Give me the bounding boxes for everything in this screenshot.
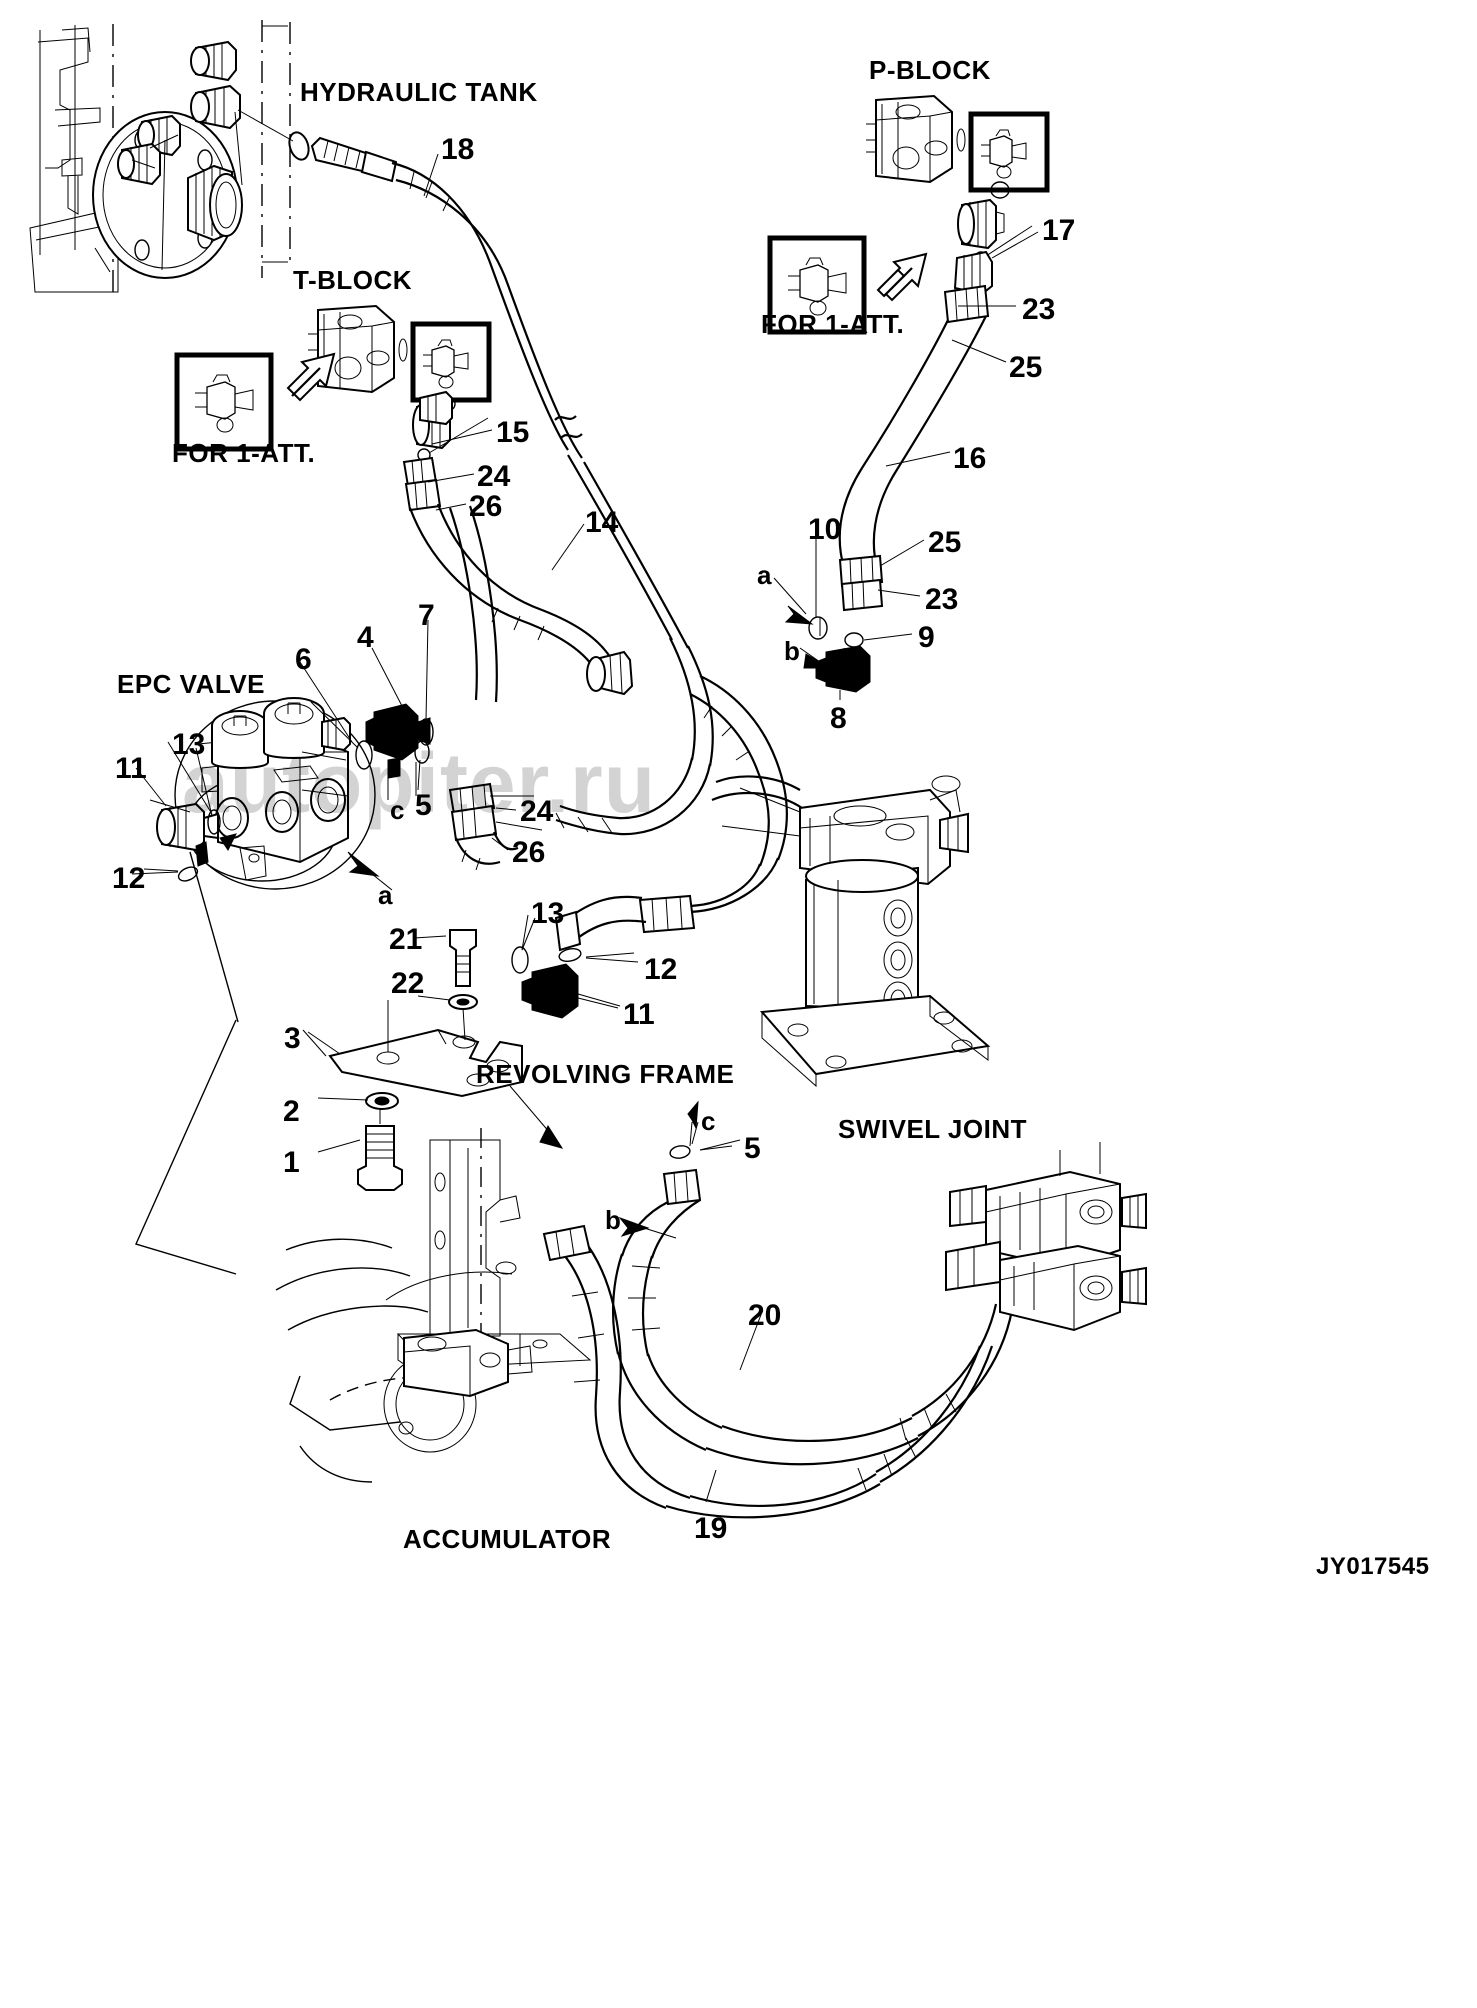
hose-mid-right <box>554 675 788 952</box>
callout-25-upper: 25 <box>1009 351 1043 384</box>
section-title-hydraulic-tank: HYDRAULIC TANK <box>300 77 538 107</box>
callout-4: 4 <box>357 621 374 654</box>
fitting-11-right <box>521 948 635 1019</box>
callout-10: 10 <box>808 513 842 546</box>
section-title-p-block: P-BLOCK <box>869 55 991 85</box>
callout-18: 18 <box>441 133 475 166</box>
hose-18 <box>310 136 714 836</box>
callout-2: 2 <box>283 1095 300 1128</box>
callout-c-bottom: c <box>701 1106 716 1136</box>
callout-leaders <box>131 153 1039 1503</box>
callout-26-lower: 26 <box>512 836 546 869</box>
bracket-group <box>302 929 523 1191</box>
callout-a-left: a <box>378 880 393 910</box>
callout-12-left: 12 <box>112 862 146 895</box>
callout-13-left: 13 <box>172 728 206 761</box>
oring-13 <box>207 809 221 835</box>
section-title-t-block: T-BLOCK <box>293 265 413 295</box>
oring-7 <box>418 718 434 746</box>
callout-21: 21 <box>389 923 423 956</box>
callout-14: 14 <box>585 506 619 539</box>
section-title-revolving-frame: REVOLVING FRAME <box>476 1059 735 1089</box>
callout-15: 15 <box>496 416 530 449</box>
callout-5-bottom: 5 <box>744 1132 761 1165</box>
callout-9: 9 <box>918 621 935 654</box>
callout-7: 7 <box>418 599 435 632</box>
connector-8 <box>815 645 871 693</box>
revolving-frame-group <box>135 851 592 1483</box>
section-title-accumulator: ACCUMULATOR <box>403 1524 612 1554</box>
callout-13-right: 13 <box>531 897 565 930</box>
section-title-epc-valve: EPC VALVE <box>117 669 266 699</box>
callout-23-lower: 23 <box>925 583 959 616</box>
callout-20: 20 <box>748 1299 782 1332</box>
callout-1: 1 <box>283 1146 300 1179</box>
oring-13b <box>511 946 529 974</box>
callout-22: 22 <box>391 967 425 1000</box>
swivel-joint-group <box>711 775 991 1088</box>
callout-11-left: 11 <box>115 752 147 785</box>
callout-11-right: 11 <box>623 998 655 1031</box>
callout-12-right: 12 <box>644 953 678 986</box>
epc-valve-group <box>174 697 376 890</box>
callout-8: 8 <box>830 702 847 735</box>
fitting-4 <box>365 647 431 779</box>
fitting-5 <box>387 740 430 800</box>
callout-23-upper: 23 <box>1022 293 1056 326</box>
callout-6: 6 <box>295 643 312 676</box>
hose-14 <box>402 456 634 703</box>
callout-19: 19 <box>694 1512 728 1545</box>
hose-24-26 <box>448 782 543 871</box>
p-block-group <box>767 94 1050 335</box>
fitting-15 <box>419 390 453 426</box>
callout-17: 17 <box>1042 214 1076 247</box>
control-valve-group <box>945 1142 1147 1332</box>
callout-25-lower: 25 <box>928 526 962 559</box>
fitting-11-left <box>143 799 219 882</box>
callout-24-upper: 24 <box>477 460 511 493</box>
callout-26-upper: 26 <box>469 490 503 523</box>
callout-5-mid: 5 <box>415 789 432 822</box>
callout-b-right: b <box>784 636 800 666</box>
callout-c-mid: c <box>390 795 405 825</box>
callout-24-lower: 24 <box>520 795 554 828</box>
callout-a-right: a <box>757 560 772 590</box>
callout-3: 3 <box>284 1022 301 1055</box>
section-title-for-1-att-left: FOR 1-ATT. <box>172 438 316 468</box>
callout-16: 16 <box>953 442 987 475</box>
sheet-number: JY017545 <box>1316 1553 1430 1580</box>
hose-19-20 <box>542 1121 1014 1519</box>
hydraulic-tank-group <box>29 20 310 300</box>
callout-b-bottom: b <box>605 1205 621 1235</box>
section-title-swivel-joint: SWIVEL JOINT <box>838 1114 1027 1144</box>
hose-16 <box>838 250 993 612</box>
section-title-for-1-att-right: FOR 1-ATT. <box>761 309 905 339</box>
oring-6 <box>355 740 373 770</box>
